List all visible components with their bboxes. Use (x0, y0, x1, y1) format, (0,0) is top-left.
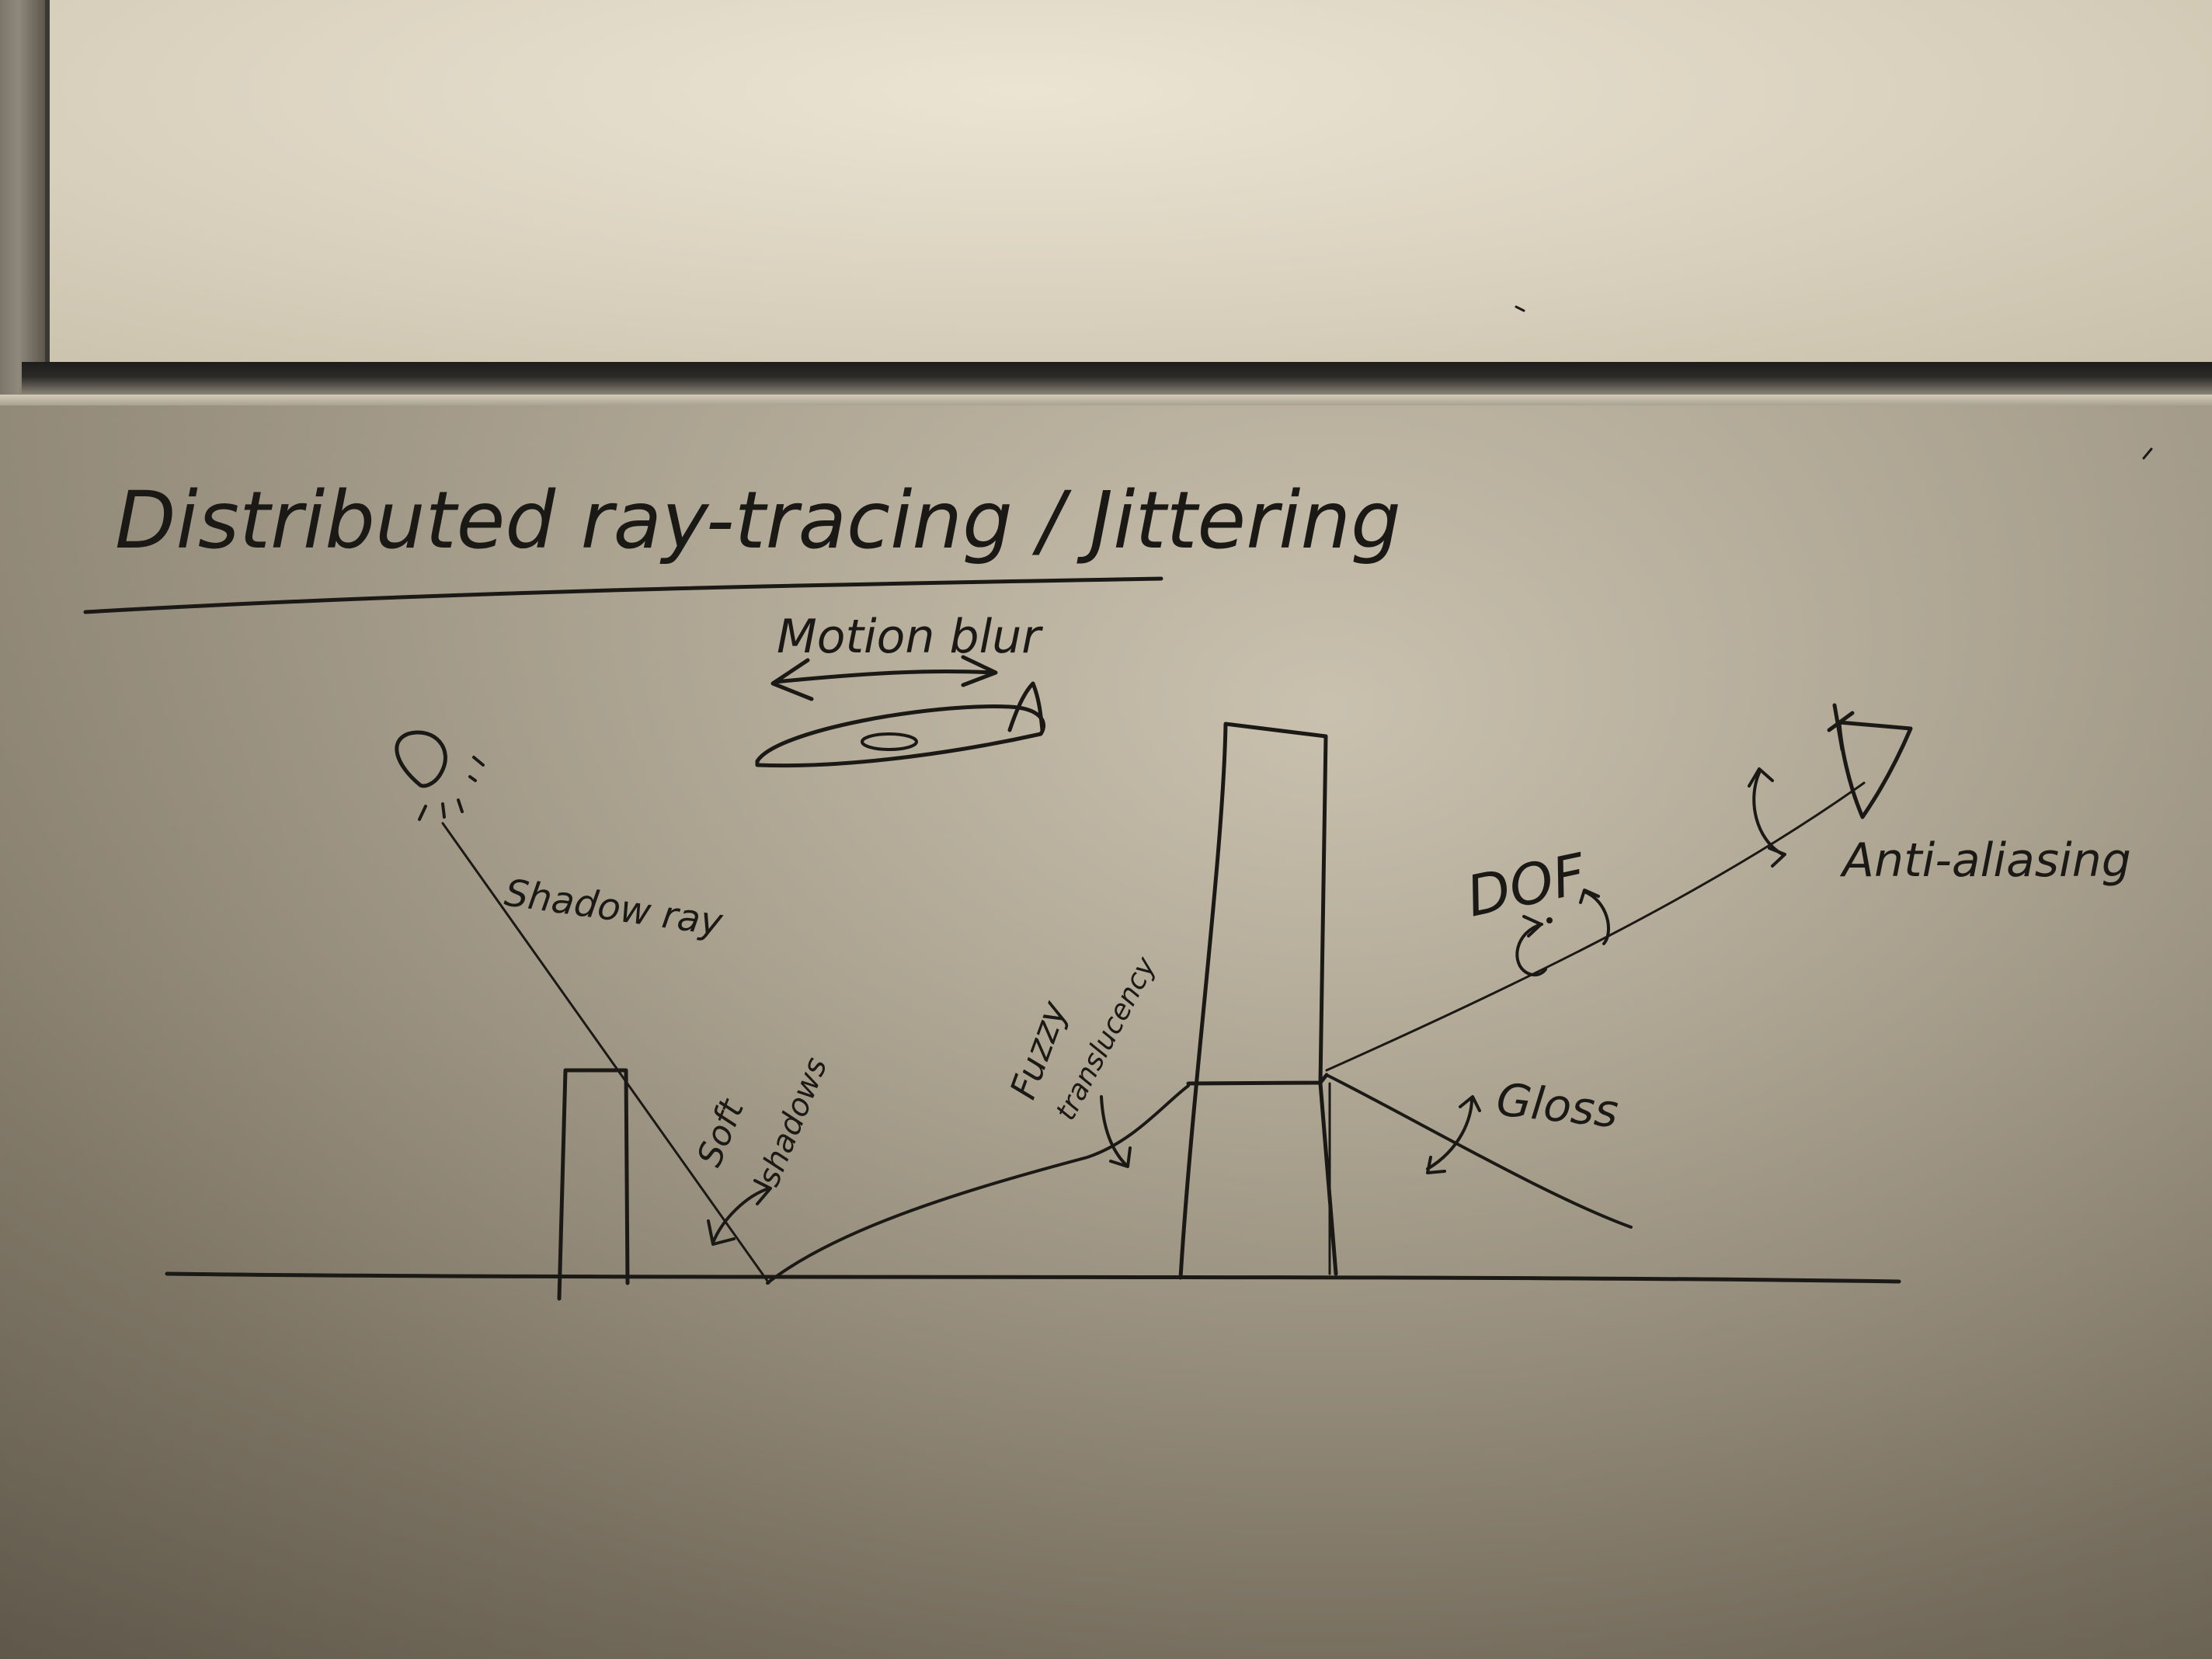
soft-shadow-arrowheads (707, 1179, 772, 1246)
left-occluder-block (557, 1068, 630, 1301)
anti-aliasing-arrow (1752, 771, 1784, 856)
dof-arrow-left (1515, 923, 1547, 977)
motion-blur-fin (1007, 681, 1045, 732)
dof-label: DOF (1461, 840, 1592, 929)
bounce-ray-line (766, 1084, 1190, 1285)
anti-aliasing-label: Anti-aliasing (1839, 833, 2131, 888)
shadows-label: shadows (751, 1052, 835, 1191)
stray-mark (2142, 447, 2153, 460)
gloss-label: Gloss (1494, 1073, 1621, 1138)
lower-whiteboard-panel (0, 395, 2212, 1659)
title-underline (83, 576, 1163, 614)
gloss-arrowheads (1426, 1095, 1481, 1174)
translucency-label: translucency (1050, 951, 1163, 1125)
light-rays-icon (418, 756, 485, 821)
marker-tray (22, 362, 2212, 395)
motion-blur-label: Motion blur (777, 610, 1043, 664)
title-text: Distributed ray-tracing / Jittering (115, 475, 1401, 567)
motion-arrow-line (773, 670, 995, 684)
eye-crosshair-icon (1827, 703, 1855, 752)
gloss-ray-line (1325, 1073, 1633, 1229)
motion-blur-inner-ellipse (861, 732, 918, 751)
ground-line (165, 1271, 1901, 1284)
eye-icon (1837, 720, 1913, 819)
dof-focus-point (1546, 917, 1553, 923)
shadow-ray-label: Shadow ray (502, 871, 725, 944)
upper-whiteboard-panel (45, 0, 2212, 363)
soft-shadow-arrow (711, 1187, 770, 1244)
stray-mark (1515, 305, 1525, 312)
soft-label: Soft (690, 1093, 753, 1172)
camera-ray-line (1325, 781, 1866, 1072)
shadow-ray-line (441, 822, 770, 1285)
light-source-icon (395, 730, 447, 788)
fuzzy-arrowhead (1109, 1146, 1132, 1168)
dof-arrowheads (1522, 889, 1600, 937)
block-surface-line (1186, 1073, 1329, 1086)
motion-arrow-left-head (770, 658, 814, 701)
fuzzy-arrow (1100, 1095, 1128, 1167)
gloss-arrow (1426, 1097, 1473, 1170)
anti-aliasing-arrowheads (1748, 767, 1786, 868)
motion-arrow-right-head (961, 655, 998, 687)
right-tall-block (1178, 722, 1338, 1280)
dof-arrow-right (1583, 890, 1610, 945)
